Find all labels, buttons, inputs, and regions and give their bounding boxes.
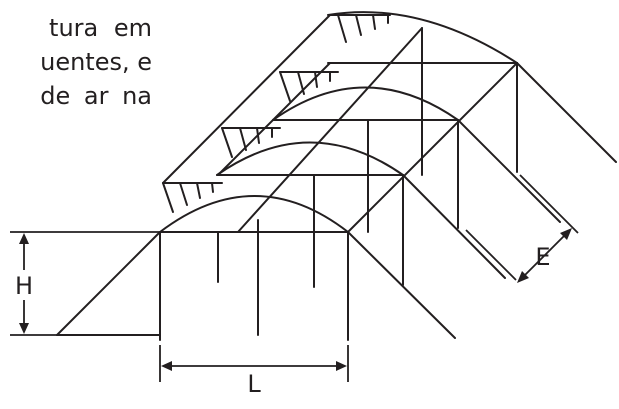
back-arch (327, 11, 518, 64)
truss-brace-3 (279, 71, 331, 102)
spacing-dimension: E (465, 174, 579, 283)
spacing-dimension-line (519, 231, 569, 281)
ridge-line (237, 27, 423, 233)
arch-3 (272, 86, 459, 121)
truss-brace-back (337, 14, 389, 43)
truss-brace-2 (221, 127, 273, 158)
right-side-wall-3 (457, 119, 561, 223)
roof-arches (159, 11, 518, 233)
right-side-wall-2 (402, 174, 506, 279)
height-label: H (15, 272, 33, 300)
arch-2 (216, 141, 404, 176)
height-arrow-bottom (19, 323, 29, 334)
right-eave-line (347, 62, 518, 233)
right-side-wall-back (516, 62, 617, 163)
width-label: L (247, 370, 261, 398)
front-arch (159, 195, 349, 233)
vertical-posts (159, 27, 518, 341)
roof-longitudinal-lines (162, 14, 518, 233)
left-side-wall (56, 231, 161, 336)
height-arrow-top (19, 233, 29, 244)
left-eave-line (162, 14, 331, 184)
height-label-bg (13, 270, 35, 300)
spacing-extension-a (465, 229, 517, 281)
spacing-arrow-a (517, 271, 529, 283)
caption-line-2: uentes, e (40, 48, 152, 76)
tie-beams (159, 14, 518, 233)
caption-line-1: tura em (49, 14, 152, 42)
spacing-label: E (535, 243, 550, 271)
left-wall-upper (217, 62, 331, 176)
width-arrow-left (161, 361, 172, 371)
spacing-extension-b (519, 174, 579, 234)
side-walls (56, 62, 617, 339)
height-dimension: H (10, 231, 160, 336)
width-arrow-right (336, 361, 347, 371)
truss-brace-front (162, 182, 214, 213)
caption-text-fragment: tura em uentes, e de ar na (0, 0, 160, 150)
truss-braces (162, 14, 389, 213)
caption-line-3: de ar na (40, 82, 152, 110)
right-side-wall-front (347, 231, 456, 339)
spacing-arrow-b (560, 228, 572, 240)
width-dimension: L (159, 345, 349, 398)
